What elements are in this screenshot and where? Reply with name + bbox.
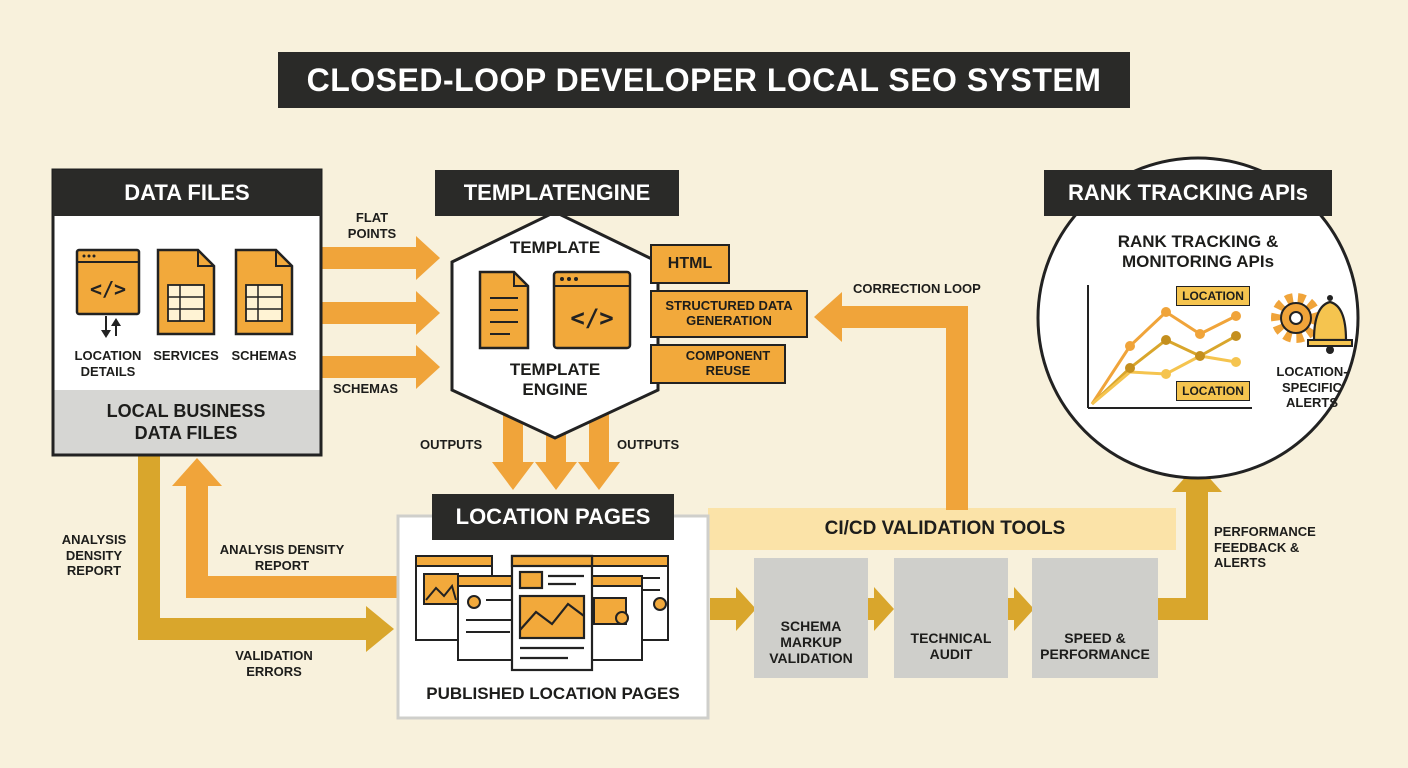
schemas-flow-label: SCHEMAS <box>333 381 399 396</box>
page-card-main <box>510 554 594 672</box>
data-file-schemas[interactable]: SCHEMAS <box>231 348 297 363</box>
spreadsheet-icon <box>156 248 216 336</box>
analysis-density-left-label: ANALYSIS DENSITY REPORT <box>61 532 127 579</box>
page-title: CLOSED-LOOP DEVELOPER LOCAL SEO SYSTEM <box>278 52 1130 108</box>
arrow-analysis-loop <box>172 458 398 598</box>
arrow-pages-to-cicd <box>710 587 756 631</box>
arrow-flat-points <box>322 236 440 280</box>
arrow-validation-loop <box>138 456 394 652</box>
outputs-left-label: OUTPUTS <box>420 437 483 452</box>
arrow-tool-2-3 <box>1006 587 1034 631</box>
bell-icon <box>1307 295 1353 354</box>
cicd-header: CI/CD VALIDATION TOOLS <box>824 518 1066 539</box>
arrow-schemas <box>322 345 440 389</box>
arrow-correction-loop <box>814 292 968 510</box>
structured-data-tag[interactable]: STRUCTURED DATA GENERATION <box>650 290 808 338</box>
tool-technical-audit[interactable]: TECHNICAL AUDIT <box>894 558 1008 678</box>
outputs-right-label: OUTPUTS <box>617 437 680 452</box>
component-reuse-tag[interactable]: COMPONENT REUSE <box>650 344 786 384</box>
tool-audit-label: TECHNICAL AUDIT <box>910 630 992 663</box>
code-window-icon: </> <box>552 270 632 350</box>
tool-speed-performance[interactable]: SPEED & PERFORMANCE <box>1032 558 1158 678</box>
arrow-tool-1-2 <box>866 587 894 631</box>
location-alerts-label: LOCATION-SPECIFIC ALERTS <box>1276 364 1348 411</box>
data-files-footer-bg <box>54 390 320 454</box>
correction-loop-label: CORRECTION LOOP <box>853 281 981 296</box>
spreadsheet-icon <box>234 248 294 336</box>
rank-tracking-header: RANK TRACKING APIs <box>1044 170 1332 216</box>
validation-errors-label: VALIDATION ERRORS <box>235 648 313 679</box>
rank-chart-points <box>1125 307 1241 379</box>
tool-speed-label: SPEED & PERFORMANCE <box>1040 630 1150 663</box>
data-file-location-details[interactable]: LOCATION DETAILS <box>74 348 142 379</box>
template-engine-label: TEMPLATE ENGINE <box>509 360 601 400</box>
data-files-footer: LOCAL BUSINESS DATA FILES <box>106 401 266 443</box>
published-pages-label: PUBLISHED LOCATION PAGES <box>426 684 680 703</box>
performance-feedback-label: PERFORMANCE FEEDBACK & ALERTS <box>1214 524 1316 571</box>
code-file-icon: </> <box>75 248 141 338</box>
arrow-middle <box>322 291 440 335</box>
template-label: TEMPLATE <box>509 238 601 257</box>
data-files-header: DATA FILES <box>53 170 321 216</box>
template-engine-header: TEMPLATENGINE <box>435 170 679 216</box>
tool-schema-validation[interactable]: SCHEMA MARKUP VALIDATION <box>754 558 868 678</box>
svg-text:</>: </> <box>90 277 126 301</box>
rank-tracking-circle <box>1036 156 1360 480</box>
document-icon <box>478 270 530 350</box>
html-tag[interactable]: HTML <box>650 244 730 284</box>
arrow-outputs-3 <box>578 412 620 490</box>
cicd-band <box>708 508 1176 550</box>
flat-points-label: FLAT POINTS <box>347 210 397 241</box>
arrow-outputs-1 <box>492 412 534 490</box>
svg-text:</>: </> <box>570 304 613 332</box>
location-chart-label-top: LOCATION <box>1176 286 1250 306</box>
location-chart-label-bottom: LOCATION <box>1176 381 1250 401</box>
rank-tracking-title: RANK TRACKING & MONITORING APIs <box>1117 232 1279 272</box>
data-file-services[interactable]: SERVICES <box>153 348 219 363</box>
analysis-density-inner-label: ANALYSIS DENSITY REPORT <box>219 542 345 573</box>
tool-schema-label: SCHEMA MARKUP VALIDATION <box>769 618 853 667</box>
location-pages-header: LOCATION PAGES <box>432 494 674 540</box>
